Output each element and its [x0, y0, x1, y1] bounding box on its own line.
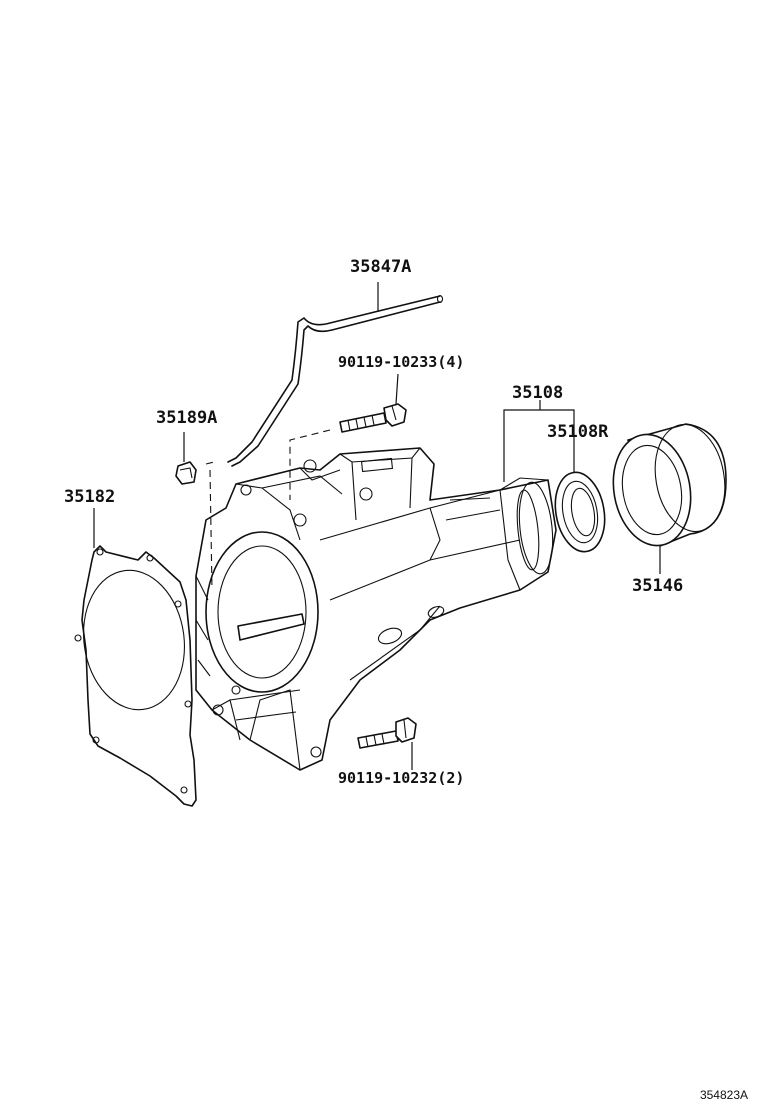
guide-line-plug: [205, 461, 215, 465]
bolt-lower: [357, 717, 417, 749]
leader-bolt-upper: [395, 373, 399, 405]
plug: [175, 461, 197, 485]
callout-dust-cover: 35146: [632, 576, 684, 596]
gasket: [74, 545, 197, 807]
extension-housing: [195, 447, 557, 771]
dust-cover: [612, 423, 727, 547]
callout-gasket: 35182: [64, 487, 116, 507]
breather-tube: [227, 294, 444, 467]
callout-bolt-upper: 90119-10233(4): [338, 353, 465, 371]
figure-code: 354823A: [699, 1088, 748, 1102]
guide-line-bolt: [289, 429, 331, 500]
callout-bolt-lower: 90119-10232(2): [338, 769, 465, 787]
bolt-upper: [339, 403, 407, 433]
callout-oil-seal: 35108R: [547, 422, 609, 442]
callout-extension-housing: 35108: [512, 383, 564, 403]
leader-extension-housing: [503, 409, 575, 482]
callout-breather-tube: 35847A: [350, 257, 412, 277]
oil-seal: [554, 471, 606, 553]
guide-line-plug-down: [209, 469, 213, 591]
callout-plug: 35189A: [156, 408, 218, 428]
